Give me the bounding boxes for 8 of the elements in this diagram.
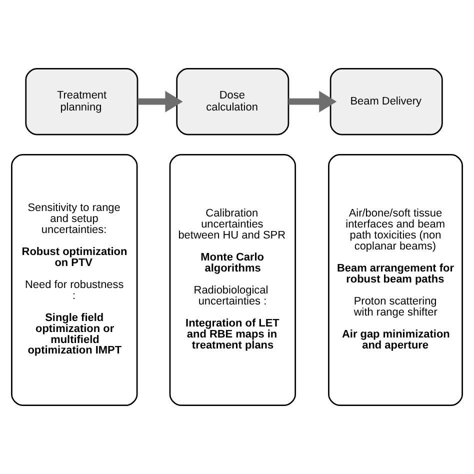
node-box: Calibration uncertainties between HU and SPR Monte Carlo algorithms Radiobiological uncertainties : Integration of LET and RBE maps in treatment plans <box>169 154 296 406</box>
node-box: Dose calculation <box>176 68 290 136</box>
node-box: Treatment planning <box>25 68 138 136</box>
node-box: Beam Delivery <box>330 68 443 136</box>
node-box: Air/bone/soft tissue interfaces and beam path toxicities (non coplanar beams) Beam arrangement for robust beam paths Proton scattering with range shifter Air gap minimization and aperture <box>328 154 463 406</box>
node-box: Sensitivity to range and setup uncertainties: Robust optimization on PTV Need for robustness : Single field optimization or multifield optimization IMPT <box>11 154 138 406</box>
arrow <box>138 90 183 112</box>
arrow <box>288 90 337 112</box>
